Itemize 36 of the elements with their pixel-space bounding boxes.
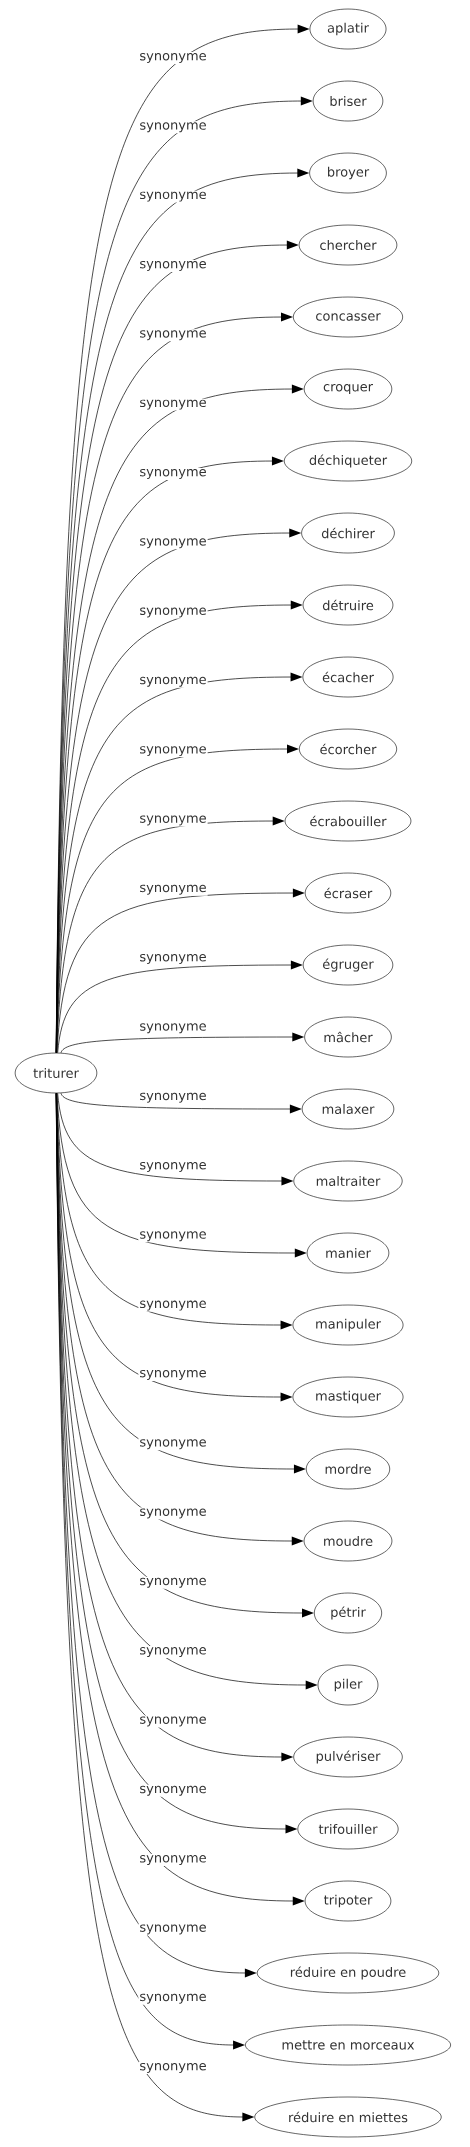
edge-label: synonyme [138,121,208,134]
edge-label: synonyme [138,329,208,342]
edge-label: synonyme [138,52,208,64]
edge-label: synonyme [138,1091,208,1104]
edge-label: synonyme [138,675,208,688]
edge-label: synonyme [138,2062,208,2074]
edge-label: synonyme [138,1507,208,1520]
edge-label: synonyme [138,1576,208,1589]
edge-label: synonyme [138,745,208,758]
edge-label: synonyme [138,467,208,480]
edge-label: synonyme [138,190,208,203]
edge-label: synonyme [138,1230,208,1243]
edge-label: synonyme [138,1646,208,1659]
edge-label: synonyme [138,606,208,619]
edge-label: synonyme [138,1161,208,1173]
arrow [57,960,303,1054]
arrow [57,1092,294,1186]
edge-label: synonyme [138,1368,208,1381]
edge-label: synonyme [138,259,208,272]
edge-label: synonyme [138,883,208,896]
edge-label: synonyme [138,398,208,411]
edge-label: synonyme [138,814,208,827]
edge-label: synonyme [138,1022,208,1035]
arrow [56,888,305,1054]
edge-label: synonyme [138,537,208,550]
edge-label: synonyme [138,1923,208,1936]
arrow [60,1092,302,1114]
edge-label: synonyme [138,1438,208,1451]
edge-label: synonyme [138,1992,208,2005]
edge-label: synonyme [138,1299,208,1312]
edge-label: synonyme [138,1715,208,1728]
edge-label: synonyme [138,953,208,965]
edge-label: synonyme [138,1784,208,1797]
arrow [60,1032,305,1054]
edge-label: synonyme [138,1854,208,1867]
arrow [56,1092,307,1258]
